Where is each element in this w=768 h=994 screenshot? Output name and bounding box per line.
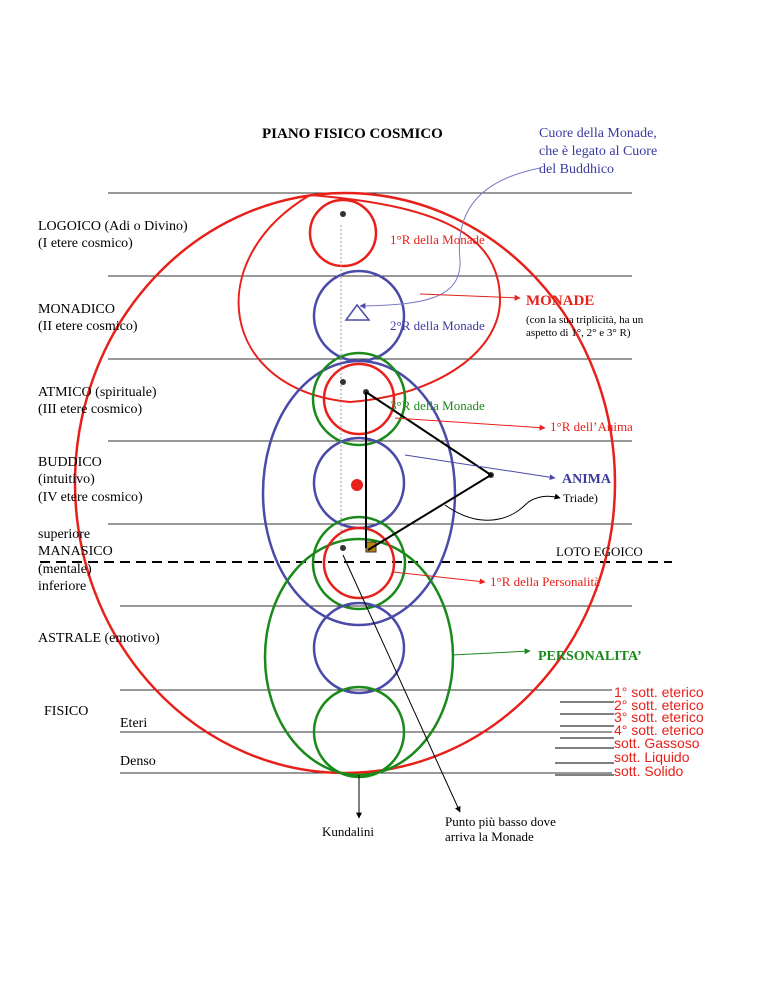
personality-ellipse (263, 537, 455, 777)
astral-circle (312, 601, 406, 695)
atmic-outer-circle (311, 351, 407, 447)
plane-label-logoico: LOGOICO (Adi o Divino) (I etere cosmico) (38, 219, 191, 251)
subplane-label: 1° sott. eterico (614, 684, 704, 700)
triade-label: Triade) (563, 491, 598, 505)
subplane-label: sott. Solido (614, 763, 683, 779)
manasic-inner-circle (322, 526, 396, 600)
r2-monad-label: 2°R della Monade (390, 318, 485, 333)
plane-label-denso: Denso (120, 754, 156, 769)
manasic-point (340, 545, 346, 551)
monade-note: (con la sua triplicità, ha un aspetto di… (526, 314, 646, 339)
plane-label-astrale: ASTRALE (emotivo) (38, 631, 160, 646)
subplane-label: 4° sott. eterico (614, 722, 704, 738)
subplane-labels: 1° sott. eterico 2° sott. eterico 3° sot… (614, 684, 704, 779)
plane-label-atmico: ATMICO (spirituale) (III etere cosmico) (38, 385, 160, 417)
plane-label-buddico: BUDDICO (intuitivo) (IV etere cosmico) (38, 455, 143, 505)
monad-upper-loop (237, 194, 502, 404)
subplane-label: sott. Liquido (614, 749, 690, 765)
personality-connector-arrow (451, 648, 531, 656)
plane-label-manasico: superiore MANASICO (mentale) inferiore (38, 527, 116, 594)
plane-separator-lines (108, 192, 632, 774)
logoic-circle (308, 198, 378, 268)
r1-soul-label: 1°R dell’Anima (550, 419, 633, 434)
subplane-label: 2° sott. eterico (614, 697, 704, 713)
atmic-point (340, 379, 346, 385)
heart-of-monad-label: Cuore della Monade, che è legato al Cuor… (539, 126, 661, 177)
atmic-inner-circle (322, 362, 396, 436)
buddhic-heart-point (351, 479, 363, 491)
personality-r1-connector-arrow (392, 571, 486, 585)
monad-triangle-icon (344, 303, 371, 321)
monad-outer-ellipse (73, 191, 617, 775)
logoic-point (340, 211, 346, 217)
r1-personality-label: 1°R della Personalità (490, 574, 600, 589)
plane-label-fisico: FISICO (44, 704, 88, 719)
lowest-point-arrow (342, 554, 461, 813)
lowest-point-label: Punto più basso dove arriva la Monade (445, 814, 559, 844)
monad-connector-arrow (419, 293, 521, 301)
spiritual-triad-lines (365, 391, 493, 551)
plane-label-eteri: Eteri (120, 716, 147, 731)
triad-connector-arrow (444, 493, 561, 521)
r3-monad-label: 3°R della Monade (390, 398, 485, 413)
anima-label: ANIMA (562, 472, 612, 487)
manasic-outer-circle (311, 515, 407, 611)
personality-label: PERSONALITA’ (538, 649, 642, 664)
page-title: PIANO FISICO COSMICO (262, 126, 443, 142)
kundalini-label: Kundalini (322, 824, 374, 839)
soul-r1-connector-arrow (394, 417, 546, 431)
r1-monad-label: 1°R della Monade (390, 232, 485, 247)
subplane-lines (555, 701, 614, 776)
heart-connector-arrow (359, 167, 541, 309)
egoic-lotus-label: LOTO EGOICO (556, 544, 643, 559)
plane-label-monadico: MONADICO (II etere cosmico) (38, 302, 138, 334)
monade-label: MONADE (526, 293, 594, 309)
subplane-label: 3° sott. eterico (614, 709, 704, 725)
anima-connector-arrow (404, 454, 556, 481)
monadic-circle (312, 269, 406, 363)
subplane-label: sott. Gassoso (614, 735, 700, 751)
